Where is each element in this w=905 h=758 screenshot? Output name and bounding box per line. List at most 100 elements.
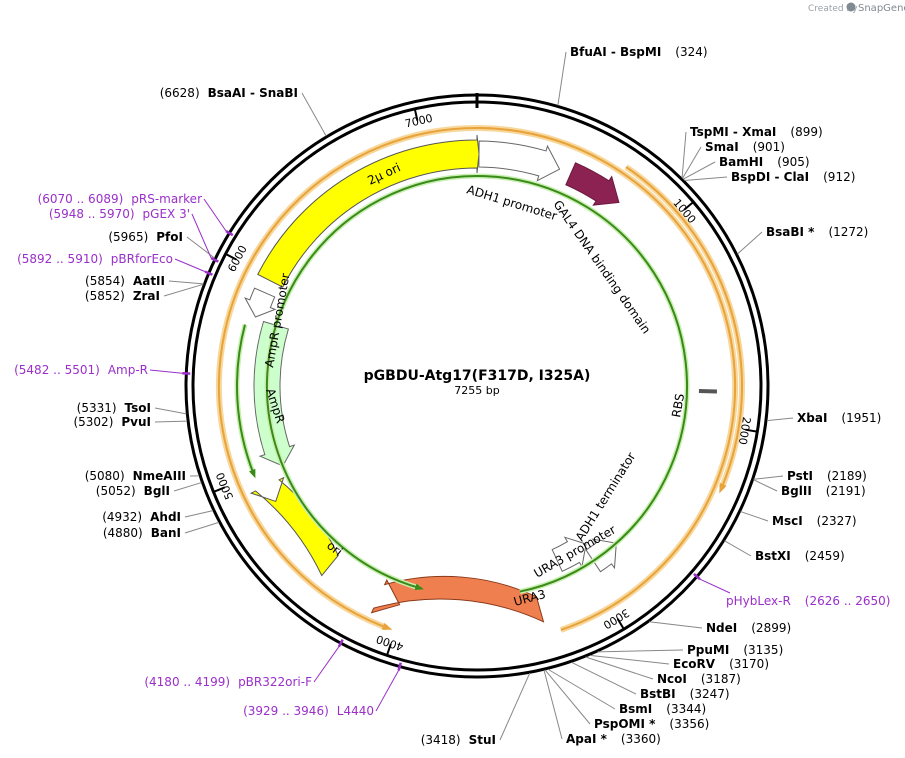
feature-ura3-promoter (551, 536, 587, 573)
enzyme-site-xbai: XbaI(1951) (797, 411, 881, 425)
enzyme-leader (589, 654, 670, 665)
primer-site-amp-r: Amp-R(5482 .. 5501) (14, 363, 148, 377)
orf-arc-ampr (236, 324, 255, 474)
enzyme-position: (901) (753, 140, 785, 154)
feature-adh1-promoter (478, 140, 561, 182)
primer-mark (225, 229, 234, 237)
enzyme-name: TspMI - XmaI (690, 125, 776, 139)
primer-leader (191, 213, 212, 259)
primer-name: L4440 (337, 704, 374, 718)
enzyme-name: AatII (133, 274, 165, 288)
enzyme-leader (740, 511, 769, 522)
primer-mark (397, 662, 402, 671)
credit-prefix: Created by (808, 4, 858, 14)
enzyme-name: BstBI (640, 687, 676, 701)
enzyme-site-nmeaiii: NmeAIII(5080) (85, 469, 186, 483)
enzyme-position: (2191) (826, 484, 866, 498)
enzyme-site-bsaai-snabi: BsaAI - SnaBI(6628) (160, 86, 298, 100)
enzyme-leader (681, 146, 702, 179)
primer-leader (149, 369, 183, 374)
enzyme-position: (4880) (103, 526, 143, 540)
credit-brand: SnapGene (858, 3, 905, 14)
enzyme-leader (168, 280, 204, 285)
enzyme-position: (3360) (621, 732, 661, 746)
enzyme-leader (557, 51, 567, 106)
enzyme-leader (499, 673, 531, 741)
primer-site-prs-marker: pRS-marker(6070 .. 6089) (38, 192, 202, 206)
enzyme-site-pfoi: PfoI(5965) (108, 230, 183, 244)
enzyme-leader (737, 231, 763, 255)
feature-ampr-promoter (244, 287, 277, 318)
enzyme-position: (5331) (77, 401, 117, 415)
enzyme-position: (3187) (701, 672, 741, 686)
feature-label-ampr-promoter: AmpR promoter (262, 272, 292, 368)
enzyme-position: (4932) (102, 510, 142, 524)
enzyme-position: (5052) (96, 484, 136, 498)
enzyme-site-bsmi: BsmI(3344) (619, 702, 706, 716)
enzyme-position: (1951) (841, 411, 881, 425)
primer-site-l4440: L4440 (3929 .. 3946) (243, 704, 374, 718)
enzyme-site-pvui: PvuI(5302) (73, 415, 151, 429)
enzyme-position: (3247) (690, 687, 730, 701)
tick-mark (226, 253, 237, 261)
enzyme-name: BglII (781, 484, 812, 498)
enzyme-leader (184, 510, 214, 518)
enzyme-name: AhdI (150, 510, 181, 524)
primer-range: (3929 .. 3946) (243, 704, 329, 718)
enzyme-site-psti: PstI(2189) (787, 469, 867, 483)
primer-site-pbr322ori-f: pBR322ori-F(4180 .. 4199) (144, 675, 312, 689)
enzyme-position: (912) (823, 170, 855, 184)
primer-leader (174, 258, 206, 273)
feature-gal4-dbd (565, 162, 620, 206)
orf-arc-ura3-head (381, 622, 393, 630)
enzyme-name: ApaI * (566, 732, 608, 746)
enzyme-position: (324) (675, 45, 707, 59)
enzyme-site-apai: ApaI * (3360) (566, 732, 661, 746)
enzyme-leader (543, 670, 563, 740)
primer-range: (5892 .. 5910) (17, 252, 103, 266)
enzyme-site-stui: StuI(3418) (421, 733, 496, 747)
enzyme-name: BfuAI - BspMI (570, 45, 661, 59)
site-labels: BfuAI - BspMI(324)TspMI - XmaI(899)SmaI(… (14, 45, 890, 747)
enzyme-position: (2327) (817, 514, 857, 528)
enzyme-site-tspmi-xmai: TspMI - XmaI (899) (690, 125, 823, 139)
enzyme-leader (766, 417, 794, 422)
enzyme-position: (3344) (666, 702, 706, 716)
enzyme-leader (163, 283, 204, 297)
enzyme-site-aatii: AatII(5854) (85, 274, 165, 288)
enzyme-name: BsaBI * (766, 225, 815, 239)
primer-site-phyblex-r: pHybLex-R(2626 .. 2650) (726, 594, 890, 608)
leader-lines (149, 51, 794, 741)
enzyme-name: PspOMI * (594, 717, 656, 731)
enzyme-leader (544, 669, 591, 725)
enzyme-name: EcoRV (673, 657, 716, 671)
primer-name: pGEX 3' (143, 207, 190, 221)
enzyme-name: BsaAI - SnaBI (208, 86, 298, 100)
enzyme-site-ahdi: AhdI (4932) (102, 510, 181, 524)
enzyme-site-bstxi: BstXI(2459) (755, 549, 845, 563)
orf-arc-gal4-atg17 (625, 166, 743, 489)
snapgene-logo-icon (846, 2, 856, 12)
primer-name: pBRforEco (111, 252, 173, 266)
primer-range: (6070 .. 6089) (38, 192, 124, 206)
primer-mark (204, 270, 213, 276)
enzyme-name: BstXI (755, 549, 791, 563)
enzyme-site-bgli: BglI(5052) (96, 484, 170, 498)
enzyme-leader (597, 649, 684, 653)
enzyme-leader (681, 131, 687, 179)
tick-mark (214, 486, 225, 493)
enzyme-position: (1272) (828, 225, 868, 239)
enzyme-leader (154, 407, 187, 415)
enzyme-leader (753, 475, 784, 480)
enzyme-site-ppumi: PpuMI(3135) (687, 643, 783, 657)
tick-label: 4000 (375, 632, 406, 653)
enzyme-leader (682, 161, 716, 180)
enzyme-position: (899) (790, 125, 822, 139)
orf-arc-ura3-inner-head (414, 583, 424, 591)
tick-mark (386, 643, 392, 655)
enzyme-position: (5965) (108, 230, 148, 244)
enzyme-name: BspDI - ClaI (731, 170, 809, 184)
primer-name: pHybLex-R (726, 594, 791, 608)
enzyme-site-tsoi: TsoI(5331) (77, 401, 151, 415)
